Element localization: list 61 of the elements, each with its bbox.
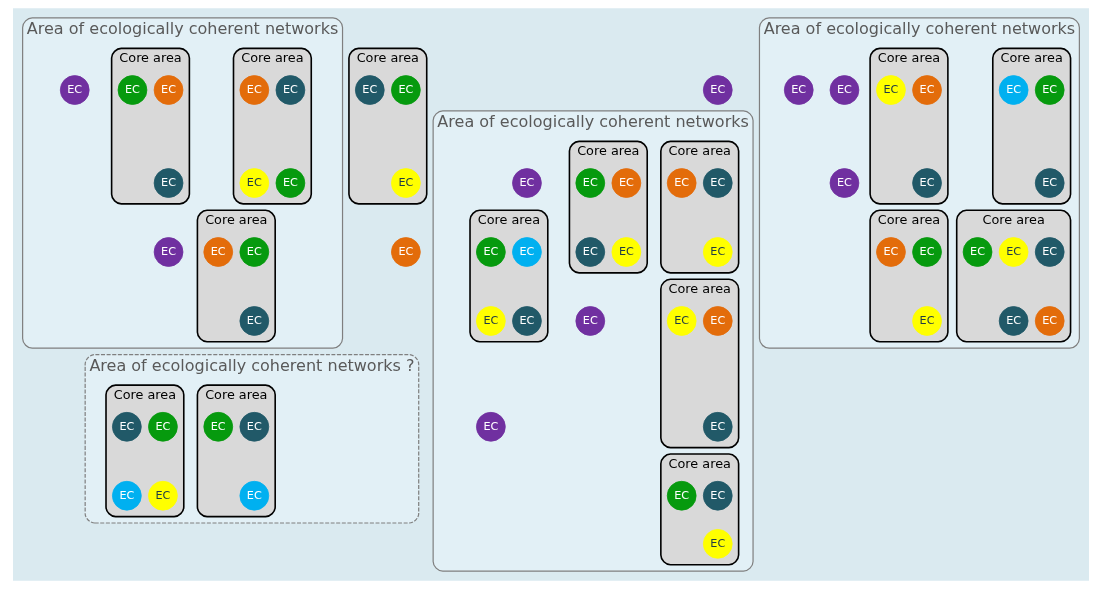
node-circle: EC: [702, 411, 733, 442]
node-circle: EC: [666, 168, 697, 198]
node-circle: EC: [112, 480, 142, 511]
node-circle: EC: [476, 306, 506, 336]
node-circle: EC: [1034, 237, 1065, 267]
node-circle: EC: [611, 168, 642, 198]
node-circle: EC: [829, 75, 860, 105]
node-circle: EC: [876, 237, 906, 267]
node-circle: EC: [112, 411, 142, 442]
node-circle: EC: [876, 75, 906, 105]
node-circle: EC: [575, 306, 606, 336]
node-circle: EC: [912, 75, 942, 105]
node-circle: EC: [239, 168, 270, 198]
node-circle: EC: [702, 75, 733, 105]
node-circle: EC: [354, 75, 385, 105]
node-circle: EC: [998, 306, 1029, 336]
node-circle: EC: [391, 237, 421, 267]
node-circle: EC: [512, 237, 542, 267]
node-circle: EC: [512, 168, 542, 198]
node-circle: EC: [702, 529, 733, 559]
node-circle: EC: [702, 168, 733, 198]
node-circle: EC: [275, 75, 306, 105]
node-circle: EC: [1034, 75, 1065, 105]
node-circle: EC: [153, 75, 184, 105]
node-circle: EC: [239, 75, 270, 105]
node-circle: EC: [1034, 168, 1065, 198]
node-circle: EC: [153, 237, 184, 267]
node-circle: EC: [783, 75, 814, 105]
node-circle: EC: [391, 75, 421, 105]
node-circle: EC: [203, 411, 234, 442]
node-circle: EC: [148, 411, 178, 442]
node-circle: EC: [117, 75, 148, 105]
node-circle: EC: [153, 168, 184, 198]
node-circle: EC: [148, 480, 178, 511]
node-circle: EC: [239, 411, 270, 442]
node-circle: EC: [702, 480, 733, 511]
node-circle: EC: [476, 411, 506, 442]
node-circle: EC: [239, 237, 270, 267]
node-circle: EC: [998, 75, 1029, 105]
node-circle: EC: [512, 306, 542, 336]
node-circle: EC: [702, 306, 733, 336]
node-circle: EC: [239, 480, 270, 511]
node-circle: EC: [962, 237, 993, 267]
node-circle: EC: [275, 168, 306, 198]
node-circle: EC: [239, 306, 270, 336]
node-circle: EC: [666, 480, 697, 511]
node-circle: EC: [611, 237, 642, 267]
node-circle: EC: [59, 75, 90, 105]
node-circle: EC: [912, 168, 942, 198]
node-circle: EC: [391, 168, 421, 198]
node-circle: EC: [476, 237, 506, 267]
node-circle: EC: [1034, 306, 1065, 336]
node-circle: EC: [829, 168, 860, 198]
node-circle: EC: [666, 306, 697, 336]
node-circle: EC: [575, 168, 606, 198]
node-circle: EC: [912, 306, 942, 336]
node-circle: EC: [203, 237, 234, 267]
node-circle: EC: [912, 237, 942, 267]
node-circle: EC: [575, 237, 606, 267]
node-circle: EC: [702, 237, 733, 267]
node-circle: EC: [998, 237, 1029, 267]
